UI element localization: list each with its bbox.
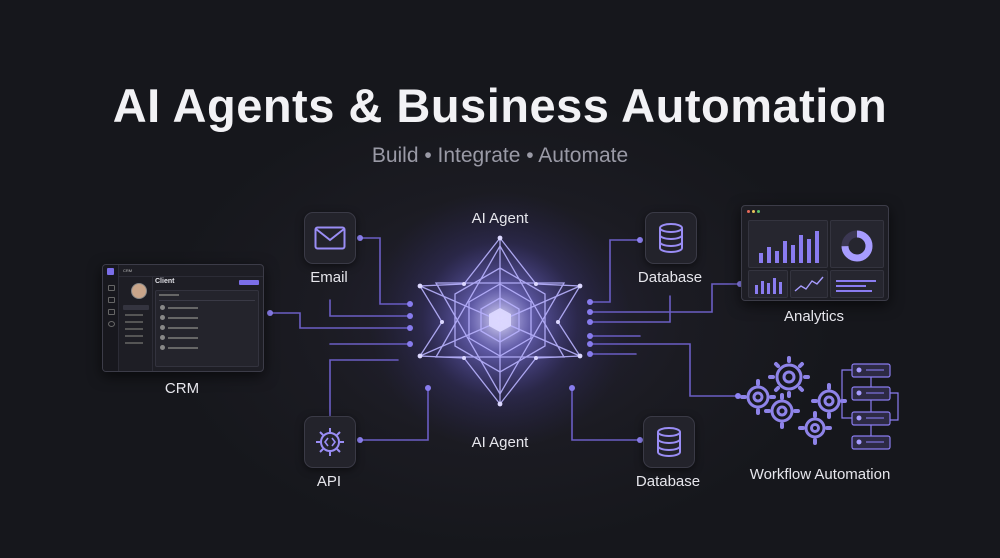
avatar: [131, 283, 147, 299]
gears-icon: [746, 363, 841, 439]
analytics-bar-panel: [748, 220, 828, 268]
crm-window[interactable]: CRM Client: [102, 264, 264, 372]
analytics-line-panel: [790, 270, 828, 298]
database-top-label: Database: [637, 269, 703, 286]
analytics-window[interactable]: [741, 205, 889, 301]
analytics-label: Analytics: [783, 308, 845, 325]
gear-code-icon: [316, 428, 344, 456]
bar-chart-icon: [759, 231, 819, 263]
crm-app-name: CRM: [118, 265, 263, 277]
crm-label: CRM: [164, 380, 200, 397]
donut-chart-icon: [841, 230, 873, 262]
crm-add-button[interactable]: [239, 280, 259, 285]
wire-crm: [269, 312, 411, 329]
analytics-progress-panel: [830, 270, 884, 298]
page-title: AI Agents & Business Automation: [112, 79, 888, 132]
analytics-donut-panel: [830, 220, 884, 268]
ai-agent-top-label: AI Agent: [471, 210, 529, 227]
crm-nav: [119, 277, 153, 371]
database-bottom-label: Database: [635, 473, 701, 490]
wire-analytics: [589, 283, 741, 313]
api-node[interactable]: [304, 416, 356, 468]
database-icon: [657, 427, 681, 457]
crm-table: [155, 290, 259, 367]
email-node[interactable]: [304, 212, 356, 264]
api-label: API: [316, 473, 342, 490]
crm-sidebar: [103, 265, 119, 371]
wire-workflow: [589, 343, 739, 397]
email-label: Email: [310, 269, 348, 286]
crm-page-title: Client: [155, 278, 175, 285]
crm-main: Client: [155, 278, 259, 367]
ai-agent-bottom-label: AI Agent: [471, 434, 529, 451]
workflow-label: Workflow Automation: [749, 466, 891, 483]
analytics-mini-bars: [748, 270, 788, 298]
wire-api-2: [329, 359, 399, 417]
database-top-node[interactable]: [645, 212, 697, 264]
envelope-icon: [314, 226, 346, 250]
database-bottom-node[interactable]: [643, 416, 695, 468]
database-icon: [659, 223, 683, 253]
page-subtitle: Build • Integrate • Automate: [371, 144, 629, 167]
